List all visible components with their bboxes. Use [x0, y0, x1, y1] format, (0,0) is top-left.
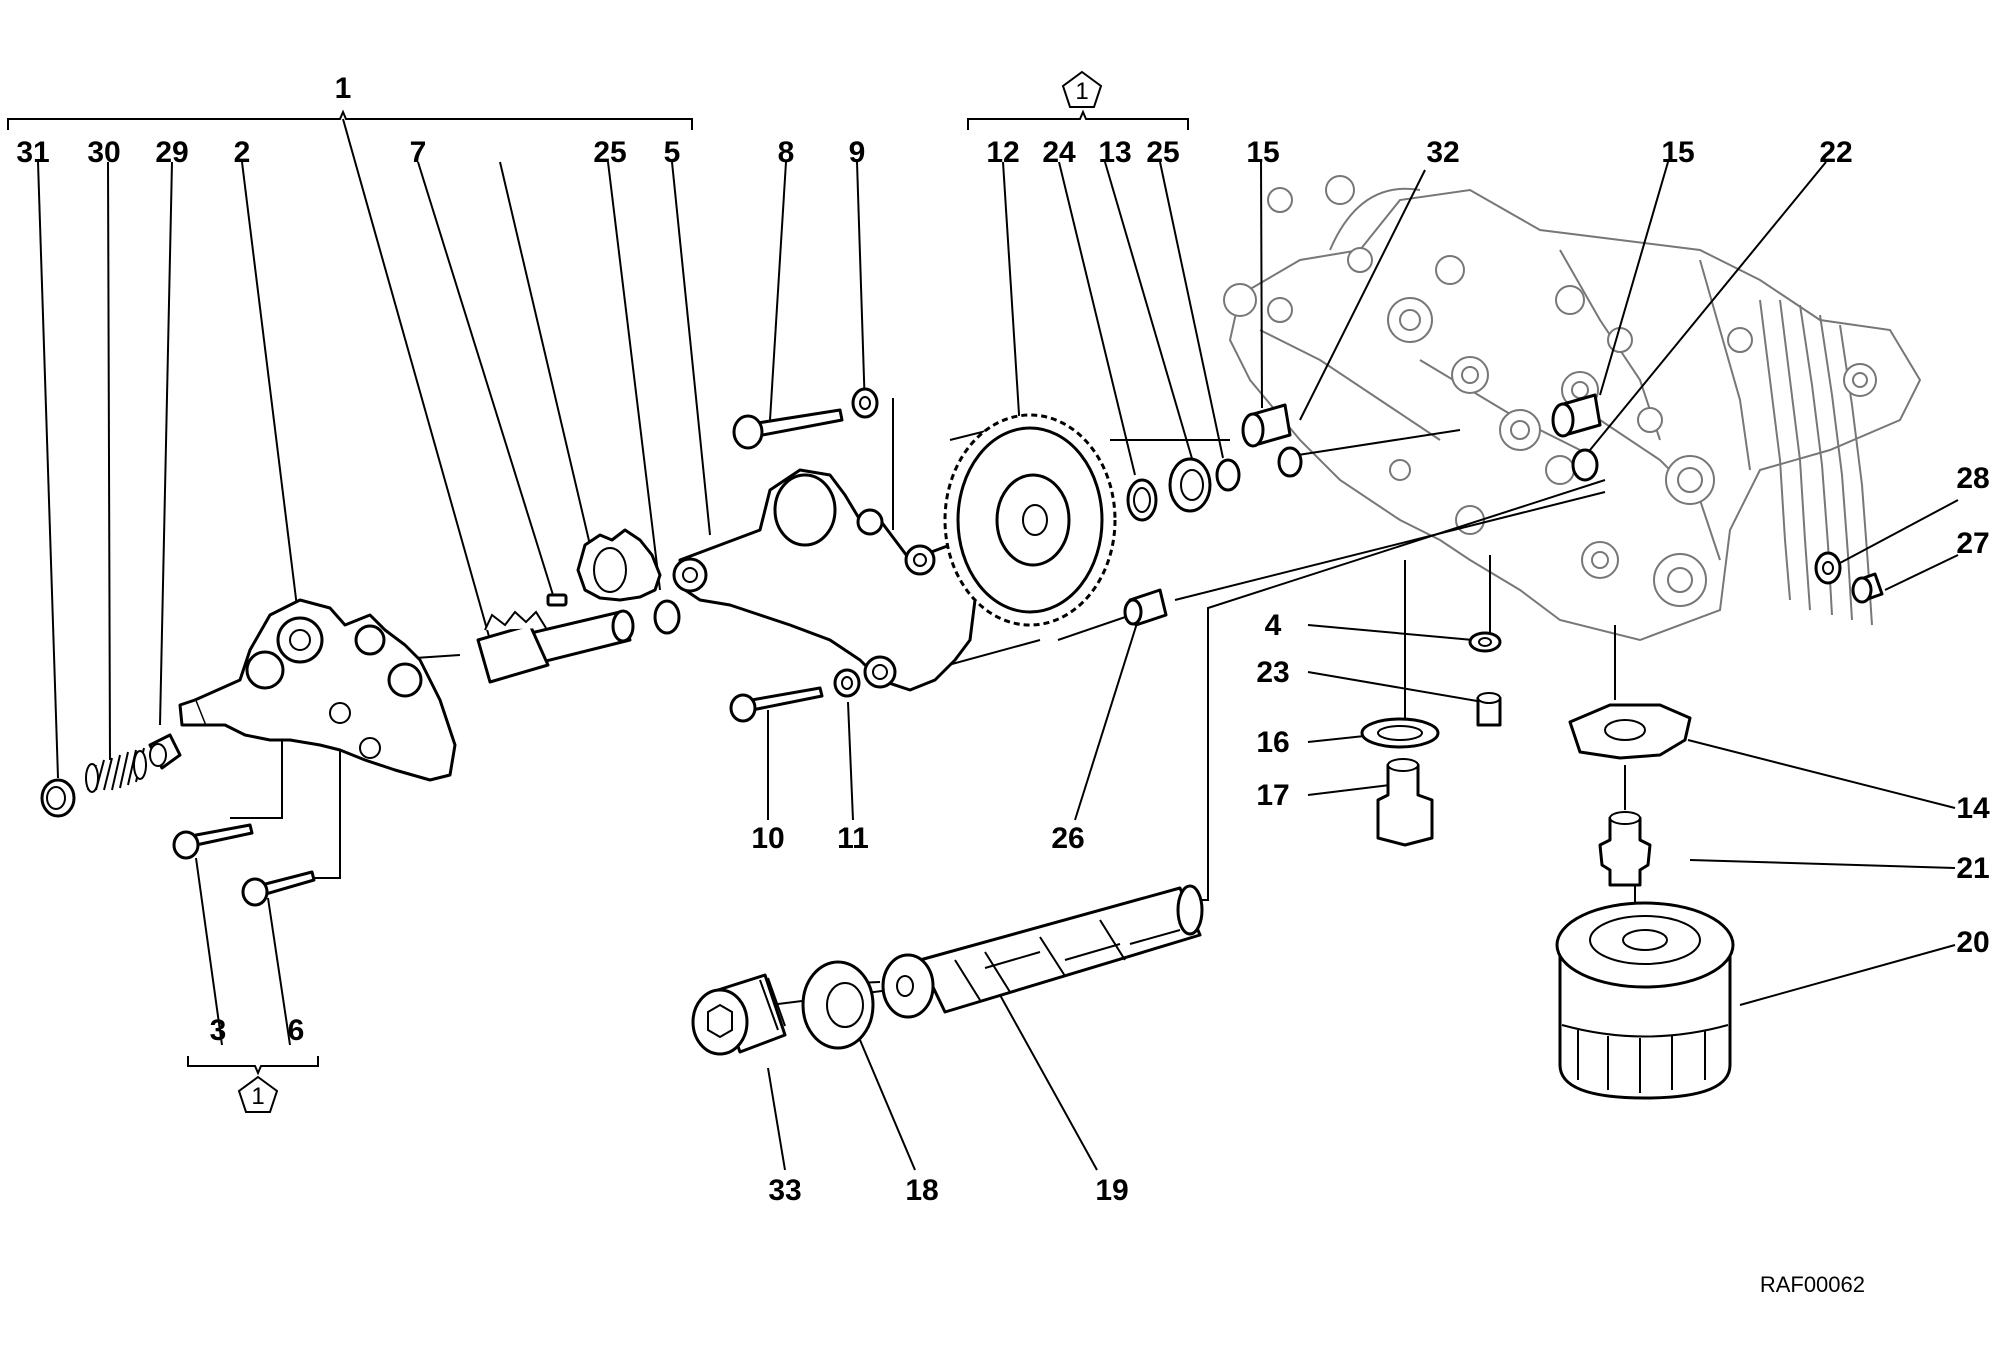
washer-9	[851, 387, 879, 419]
washer-28	[1814, 551, 1842, 585]
washer-16	[1360, 717, 1440, 749]
kit-symbol-number: 1	[251, 1083, 264, 1110]
pump-gear	[576, 528, 662, 602]
label-10: 10	[751, 822, 784, 855]
kit-symbol-lower: 1	[237, 1075, 279, 1113]
label-2: 2	[234, 136, 251, 169]
crankcase	[1223, 175, 1922, 642]
reference-code: RAF00062	[1760, 1272, 1865, 1297]
label-21: 21	[1956, 852, 1989, 885]
bushing-15-right	[1551, 393, 1602, 438]
circlip-25	[1215, 458, 1241, 492]
screw-6	[241, 870, 316, 907]
label-14: 14	[1956, 792, 1990, 825]
washer-11	[833, 668, 861, 698]
key	[546, 593, 568, 607]
plug-27	[1851, 572, 1884, 604]
pump-shaft	[476, 609, 635, 684]
nipple-21	[1598, 811, 1652, 887]
label-4: 4	[1265, 609, 1282, 642]
oil-filter-20	[1555, 901, 1735, 1100]
label-22: 22	[1819, 136, 1852, 169]
kit-symbol-number: 1	[1075, 78, 1088, 105]
label-19: 19	[1095, 1174, 1128, 1207]
spring-30	[85, 747, 147, 793]
washer-18	[801, 960, 875, 1050]
label-31: 31	[16, 136, 49, 169]
label-15b: 15	[1661, 136, 1694, 169]
group-bracket-kit-upper	[967, 109, 1189, 130]
screw-3	[172, 823, 254, 860]
ring-24	[1126, 478, 1158, 522]
label-15: 15	[1246, 136, 1279, 169]
pump-cover	[672, 468, 977, 692]
oil-pump-body	[178, 598, 457, 782]
label-25b: 25	[1146, 136, 1179, 169]
drive-gear-12	[943, 413, 1117, 627]
label-12: 12	[986, 136, 1019, 169]
label-11: 11	[837, 822, 869, 855]
label-20: 20	[1956, 926, 1989, 959]
screw-8	[732, 408, 844, 450]
label-8: 8	[778, 136, 795, 169]
label-24: 24	[1042, 136, 1076, 169]
label-18: 18	[905, 1174, 938, 1207]
label-29: 29	[155, 136, 188, 169]
screw-10	[729, 686, 824, 723]
kit-symbol-upper: 1	[1061, 70, 1103, 108]
label-6: 6	[288, 1014, 305, 1047]
label-9: 9	[849, 136, 866, 169]
bearing-13	[1168, 457, 1212, 513]
o-ring-32	[1277, 446, 1303, 478]
pressure-switch-17	[1376, 758, 1434, 847]
label-5: 5	[664, 136, 681, 169]
dowel-26	[1123, 588, 1168, 627]
label-16: 16	[1256, 726, 1289, 759]
label-7: 7	[410, 136, 427, 169]
label-1: 1	[335, 72, 352, 105]
label-3: 3	[210, 1014, 227, 1047]
label-23: 23	[1256, 656, 1289, 689]
valve-29	[148, 733, 182, 770]
label-26: 26	[1051, 822, 1084, 855]
label-25: 25	[593, 136, 626, 169]
group-bracket-1	[7, 109, 693, 130]
label-13: 13	[1098, 136, 1131, 169]
group-bracket-kit-lower	[187, 1056, 319, 1076]
screw-23	[1476, 692, 1502, 727]
part-labels: 1 31 30 29 2 7 25 5 8 9 12 24 13 25 15 3…	[16, 72, 1990, 1207]
label-17: 17	[1256, 779, 1289, 812]
label-27: 27	[1956, 527, 1989, 560]
leader-lines	[37, 118, 1959, 1171]
label-30: 30	[87, 136, 120, 169]
label-33: 33	[768, 1174, 801, 1207]
strainer-19	[881, 884, 1204, 1019]
o-ring-22	[1571, 448, 1599, 482]
plug-31	[40, 778, 76, 818]
drain-plug-33	[691, 973, 787, 1056]
label-32: 32	[1426, 136, 1459, 169]
plate-14	[1568, 703, 1692, 760]
label-28: 28	[1956, 462, 1989, 495]
washer-4	[1468, 631, 1502, 653]
circlip-5	[653, 599, 681, 635]
bushing-15-left	[1241, 403, 1292, 448]
